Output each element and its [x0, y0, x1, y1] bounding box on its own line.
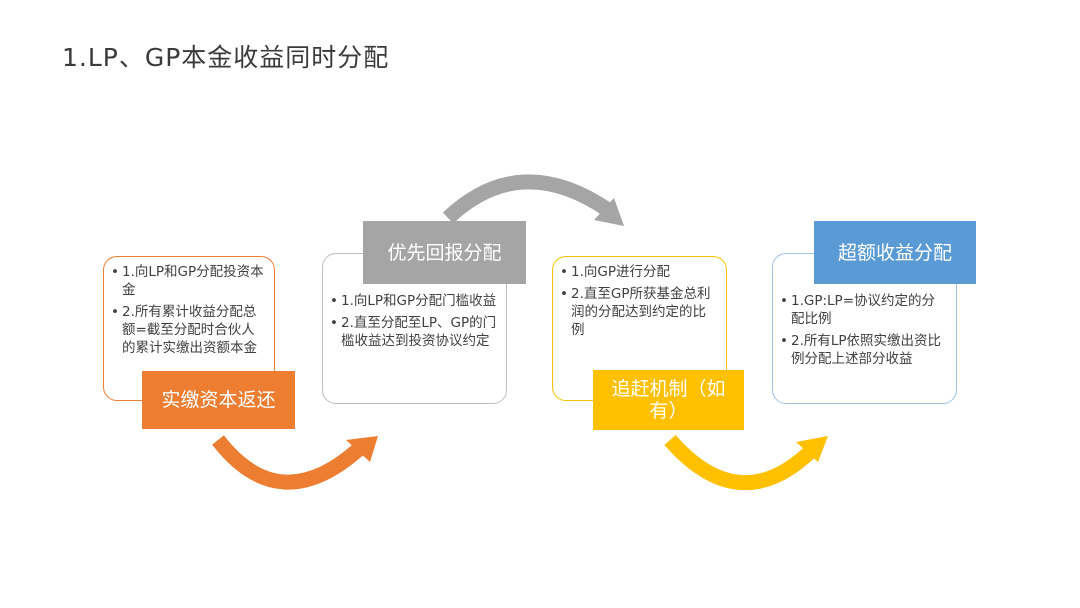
stage-3-label: 追赶机制（如有） — [593, 370, 744, 430]
stage-3-box: 1.向GP进行分配 2.直至GP所获基金总利润的分配达到约定的比例 — [552, 256, 727, 401]
stage-2-item-2: 2.直至分配至LP、GP的门槛收益达到投资协议约定 — [329, 314, 498, 350]
stage-2-label: 优先回报分配 — [363, 221, 526, 284]
page-title: 1.LP、GP本金收益同时分配 — [62, 43, 390, 72]
stage-4-item-1: 1.GP:LP=协议约定的分配比例 — [779, 292, 948, 328]
stage-4-item-2: 2.所有LP依照实缴出资比例分配上述部分收益 — [779, 332, 948, 368]
stage-3-item-2: 2.直至GP所获基金总利润的分配达到约定的比例 — [559, 285, 718, 339]
stage-4-label: 超额收益分配 — [814, 221, 976, 284]
stage-1-label: 实缴资本返还 — [142, 371, 295, 429]
stage-2-item-1: 1.向LP和GP分配门槛收益 — [329, 292, 498, 310]
curved-arrow-2 — [442, 174, 624, 226]
stage-1-item-2: 2.所有累计收益分配总额=截至分配时合伙人的累计实缴出资额本金 — [110, 303, 268, 357]
stage-1-item-1: 1.向LP和GP分配投资本金 — [110, 263, 268, 299]
curved-arrow-1 — [212, 435, 378, 490]
curved-arrow-3 — [664, 435, 828, 490]
stage-3-item-1: 1.向GP进行分配 — [559, 263, 718, 281]
